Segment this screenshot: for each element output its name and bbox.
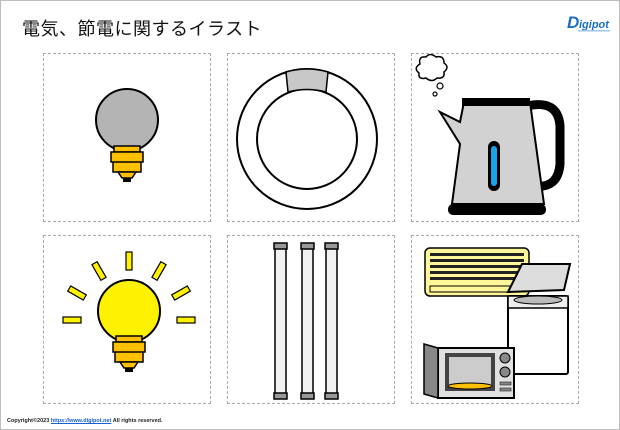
panel-light-bulb-on (43, 235, 211, 404)
panel-electric-kettle (411, 53, 579, 222)
appliances-icon (423, 247, 572, 399)
ring-fluorescent-icon (236, 68, 378, 210)
rights-text: All rights reserved. (111, 418, 163, 424)
copyright-text: Copyright©2023 (7, 418, 51, 424)
tube-1 (273, 242, 288, 400)
svg-text:igipot: igipot (579, 19, 610, 31)
panel-light-bulb-off (43, 53, 211, 222)
panel-fluorescent-tubes (227, 235, 395, 404)
washing-machine (506, 263, 572, 375)
panel-home-appliances (411, 235, 579, 404)
svg-text:D: D (567, 13, 579, 32)
copyright-footer: Copyright©2023 https://www.digipot.net A… (7, 418, 163, 424)
website-link[interactable]: https://www.digipot.net (50, 418, 112, 424)
tube-2 (300, 242, 315, 400)
fluorescent-tube-icon (273, 242, 339, 400)
tube-3 (324, 242, 339, 400)
microwave (423, 343, 515, 399)
page-title: 電気、節電に関するイラスト (22, 19, 263, 40)
kettle-icon (415, 54, 565, 215)
digipot-logo: D igipot (567, 13, 610, 32)
light-bulb-on-icon (62, 251, 196, 372)
light-bulb-off-icon (95, 88, 159, 182)
panel-circular-fluorescent-lamp (227, 53, 395, 222)
